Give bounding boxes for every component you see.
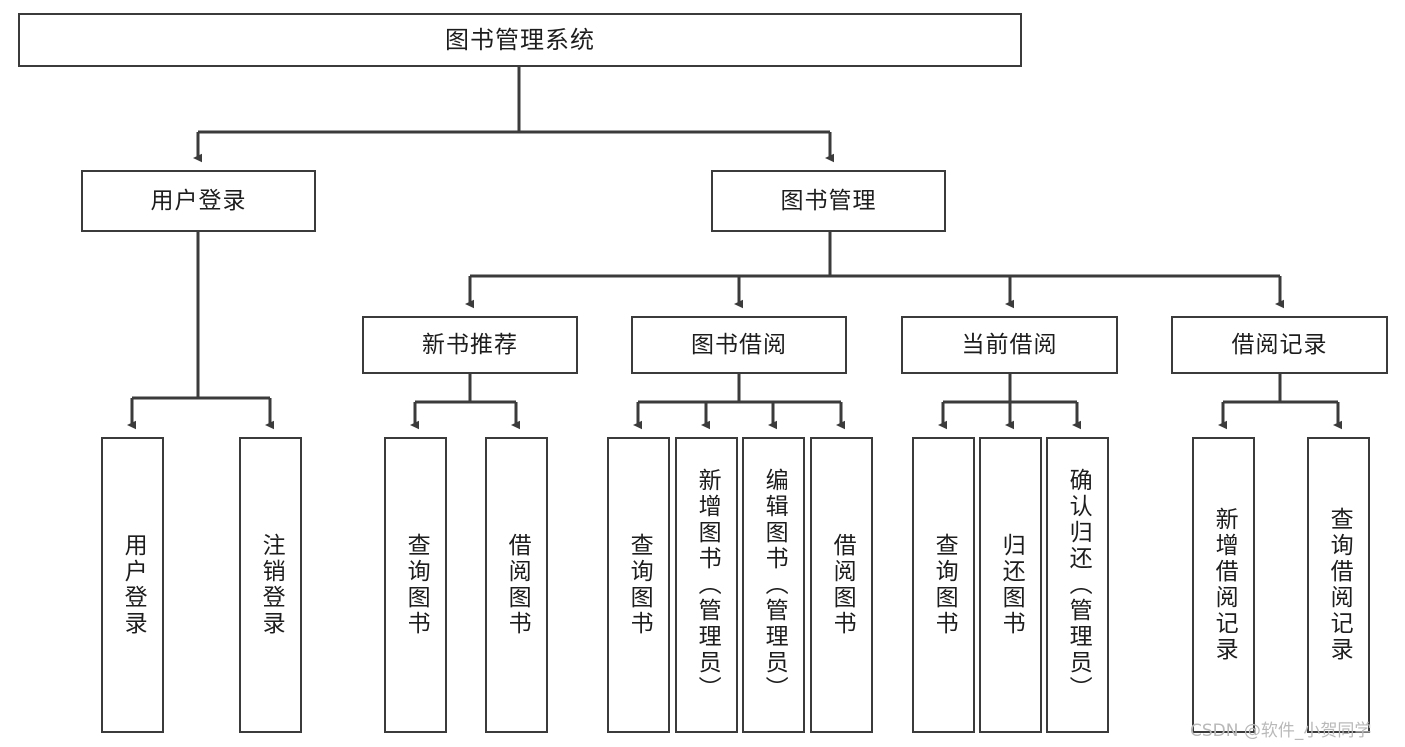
node-leaf-recommend-borrow-book-label: 借阅图书 — [504, 533, 531, 637]
node-root[interactable]: 图书管理系统 — [18, 13, 1022, 67]
node-borrow-record[interactable]: 借阅记录 — [1171, 316, 1388, 374]
node-leaf-borrow-book[interactable]: 借阅图书 — [810, 437, 873, 733]
node-leaf-query-borrow-record-label: 查询借阅记录 — [1326, 507, 1353, 663]
node-leaf-confirm-return-admin[interactable]: 确认归还（管理员） — [1046, 437, 1109, 733]
node-book-management[interactable]: 图书管理 — [711, 170, 946, 232]
node-book-borrow[interactable]: 图书借阅 — [631, 316, 847, 374]
node-new-book-recommend-label: 新书推荐 — [422, 331, 518, 358]
node-root-label: 图书管理系统 — [445, 26, 595, 54]
node-leaf-current-query-book-label: 查询图书 — [931, 533, 958, 637]
node-leaf-current-query-book[interactable]: 查询图书 — [912, 437, 975, 733]
node-leaf-borrow-query-book-label: 查询图书 — [626, 533, 653, 637]
node-leaf-edit-book-admin-label: 编辑图书（管理员） — [761, 468, 788, 702]
node-book-management-label: 图书管理 — [780, 187, 877, 214]
node-leaf-user-login[interactable]: 用户登录 — [101, 437, 164, 733]
node-leaf-confirm-return-admin-label: 确认归还（管理员） — [1065, 468, 1092, 702]
node-new-book-recommend[interactable]: 新书推荐 — [362, 316, 578, 374]
node-borrow-record-label: 借阅记录 — [1231, 331, 1328, 358]
node-leaf-borrow-query-book[interactable]: 查询图书 — [607, 437, 670, 733]
node-leaf-borrow-book-label: 借阅图书 — [829, 533, 856, 637]
node-leaf-recommend-query-book-label: 查询图书 — [403, 533, 430, 637]
node-leaf-add-borrow-record-label: 新增借阅记录 — [1211, 507, 1238, 663]
watermark-text: CSDN @软件_小贺同学 — [1190, 721, 1372, 741]
node-leaf-add-book-admin[interactable]: 新增图书（管理员） — [675, 437, 738, 733]
node-current-borrow-label: 当前借阅 — [961, 331, 1058, 358]
node-leaf-recommend-borrow-book[interactable]: 借阅图书 — [485, 437, 548, 733]
node-leaf-add-borrow-record[interactable]: 新增借阅记录 — [1192, 437, 1255, 733]
node-leaf-user-login-label: 用户登录 — [120, 533, 147, 637]
node-leaf-return-book-label: 归还图书 — [998, 533, 1025, 637]
node-leaf-logout[interactable]: 注销登录 — [239, 437, 302, 733]
node-current-borrow[interactable]: 当前借阅 — [901, 316, 1118, 374]
node-book-borrow-label: 图书借阅 — [691, 331, 787, 358]
node-user-login-label: 用户登录 — [150, 187, 247, 214]
node-leaf-add-book-admin-label: 新增图书（管理员） — [694, 468, 721, 702]
node-leaf-query-borrow-record[interactable]: 查询借阅记录 — [1307, 437, 1370, 733]
node-user-login[interactable]: 用户登录 — [81, 170, 316, 232]
node-leaf-recommend-query-book[interactable]: 查询图书 — [384, 437, 447, 733]
node-leaf-return-book[interactable]: 归还图书 — [979, 437, 1042, 733]
node-leaf-logout-label: 注销登录 — [258, 533, 285, 637]
node-leaf-edit-book-admin[interactable]: 编辑图书（管理员） — [742, 437, 805, 733]
